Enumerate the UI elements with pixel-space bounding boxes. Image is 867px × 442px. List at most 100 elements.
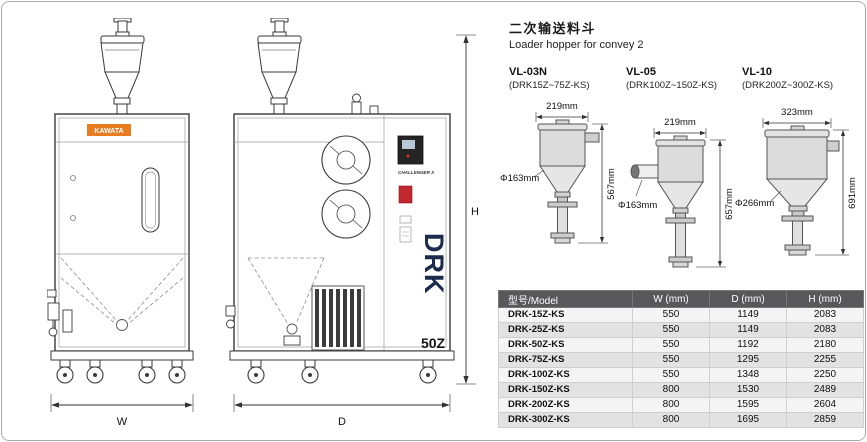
table-header-row: 型号/Model W (mm) D (mm) H (mm) xyxy=(498,290,864,308)
side-outlet-flange xyxy=(286,323,298,335)
model-cell: DRK-100Z-KS xyxy=(498,367,633,383)
hopper-drawing-vl03n: 219mm Φ163mm 567mm xyxy=(500,101,617,244)
height-dim: 691mm xyxy=(847,177,858,209)
side-internal-cone xyxy=(247,257,325,325)
side-dim-lines xyxy=(696,139,726,268)
model-cell: DRK-300Z-KS xyxy=(498,412,633,428)
top-width-dim: 323mm xyxy=(781,107,813,118)
top-width-dim: 219mm xyxy=(664,117,696,128)
h-cell: 2180 xyxy=(786,337,864,353)
height-dimension: H xyxy=(456,34,479,385)
front-piping xyxy=(47,289,73,337)
model-name: VL-05 xyxy=(626,66,656,78)
h-cell: 2604 xyxy=(786,397,864,413)
model-cell: DRK-200Z-KS xyxy=(498,397,633,413)
hopper-body xyxy=(630,135,706,268)
front-cabinet: KAWATA xyxy=(54,113,190,352)
d-cell: 1192 xyxy=(709,337,787,353)
diameter-dim: Φ163mm xyxy=(618,200,657,211)
challenger-label: CHALLENGER X xyxy=(398,170,435,175)
table-row: DRK-15Z-KS 550 1149 2083 xyxy=(498,307,864,323)
w-cell: 800 xyxy=(632,397,710,413)
front-internal-cone xyxy=(60,257,184,325)
table-row: DRK-25Z-KS 550 1149 2083 xyxy=(498,322,864,338)
table-row: DRK-50Z-KS 550 1192 2180 xyxy=(498,337,864,353)
model-size-label: 50Z xyxy=(421,335,446,351)
model-cell: DRK-15Z-KS xyxy=(498,307,633,323)
h-cell: 2083 xyxy=(786,307,864,323)
h-cell: 2255 xyxy=(786,352,864,368)
control-panel: CHALLENGER X xyxy=(397,135,435,243)
hopper-model-vl05: VL-05 (DRK100Z~150Z-KS) xyxy=(626,66,717,91)
section-title-cn: 二次输送料斗 xyxy=(509,21,597,36)
model-cell: DRK-50Z-KS xyxy=(498,337,633,353)
w-cell: 550 xyxy=(632,367,710,383)
height-dim: 657mm xyxy=(724,188,735,220)
hopper-drawing-vl10: 323mm Φ266mm 691mm xyxy=(735,107,858,256)
d-cell: 1149 xyxy=(709,322,787,338)
machine-side-view-drawing: CHALLENGER X DRK 50Z xyxy=(225,18,479,428)
table-row: DRK-300Z-KS 800 1695 2859 xyxy=(498,412,864,428)
table-row: DRK-75Z-KS 550 1295 2255 xyxy=(498,352,864,368)
h-cell: 2859 xyxy=(786,412,864,428)
d-cell: 1348 xyxy=(709,367,787,383)
model-cell: DRK-150Z-KS xyxy=(498,382,633,398)
h-cell: 2083 xyxy=(786,322,864,338)
front-casters xyxy=(56,359,186,384)
front-loader-hopper xyxy=(100,18,145,115)
depth-dim-label: D xyxy=(338,416,346,428)
sight-window xyxy=(141,167,160,233)
louver-grille xyxy=(311,285,365,351)
top-fittings xyxy=(351,93,379,115)
hopper-body xyxy=(537,119,600,244)
diameter-dim: Φ266mm xyxy=(735,198,774,209)
h-cell: 2489 xyxy=(786,382,864,398)
d-cell: 1695 xyxy=(709,412,787,428)
side-piping xyxy=(225,305,301,346)
height-dim: 567mm xyxy=(606,168,617,200)
drk-series-logo: DRK xyxy=(419,233,449,295)
w-cell: 800 xyxy=(632,382,710,398)
width-dimension: W xyxy=(50,394,194,428)
kawata-logo-text: KAWATA xyxy=(94,128,123,135)
w-cell: 550 xyxy=(632,307,710,323)
model-range: (DRK200Z~300Z-KS) xyxy=(742,80,834,91)
side-base-frame xyxy=(229,350,455,361)
d-cell: 1295 xyxy=(709,352,787,368)
depth-dimension: D xyxy=(233,394,451,428)
side-dim-lines xyxy=(578,123,608,244)
kawata-logo xyxy=(87,124,131,136)
table-row: DRK-100Z-KS 550 1348 2250 xyxy=(498,367,864,383)
hopper-body xyxy=(764,125,840,256)
width-dim-label: W xyxy=(117,416,128,428)
header-w: W (mm) xyxy=(632,290,710,308)
header-model: 型号/Model xyxy=(498,290,633,308)
hopper-section-title: 二次输送料斗 Loader hopper for convey 2 xyxy=(509,18,644,51)
w-cell: 550 xyxy=(632,322,710,338)
w-cell: 550 xyxy=(632,337,710,353)
outlet-flange xyxy=(116,319,128,331)
model-cell: DRK-75Z-KS xyxy=(498,352,633,368)
side-dim-lines xyxy=(815,129,849,256)
section-title-en: Loader hopper for convey 2 xyxy=(509,39,644,51)
side-loader-hopper xyxy=(257,18,302,115)
hopper-model-vl10: VL-10 (DRK200Z~300Z-KS) xyxy=(742,66,833,91)
side-casters xyxy=(247,359,437,384)
w-cell: 800 xyxy=(632,412,710,428)
header-h: H (mm) xyxy=(786,290,864,308)
machine-front-view-drawing: KAWATA xyxy=(47,18,194,428)
model-name: VL-10 xyxy=(742,66,772,78)
model-cell: DRK-25Z-KS xyxy=(498,322,633,338)
hopper-drawing-vl05: 219mm Φ163mm 657mm xyxy=(618,117,735,268)
model-range: (DRK15Z~75Z-KS) xyxy=(509,80,590,91)
model-name: VL-03N xyxy=(509,66,547,78)
top-width-dim: 219mm xyxy=(546,101,578,112)
front-base-frame xyxy=(50,350,194,361)
red-badge xyxy=(398,185,413,204)
model-range: (DRK100Z~150Z-KS) xyxy=(626,80,718,91)
d-cell: 1530 xyxy=(709,382,787,398)
header-d: D (mm) xyxy=(709,290,787,308)
hopper-model-vl03n: VL-03N (DRK15Z~75Z-KS) xyxy=(509,66,590,91)
filter-housings xyxy=(321,135,371,239)
h-cell: 2250 xyxy=(786,367,864,383)
